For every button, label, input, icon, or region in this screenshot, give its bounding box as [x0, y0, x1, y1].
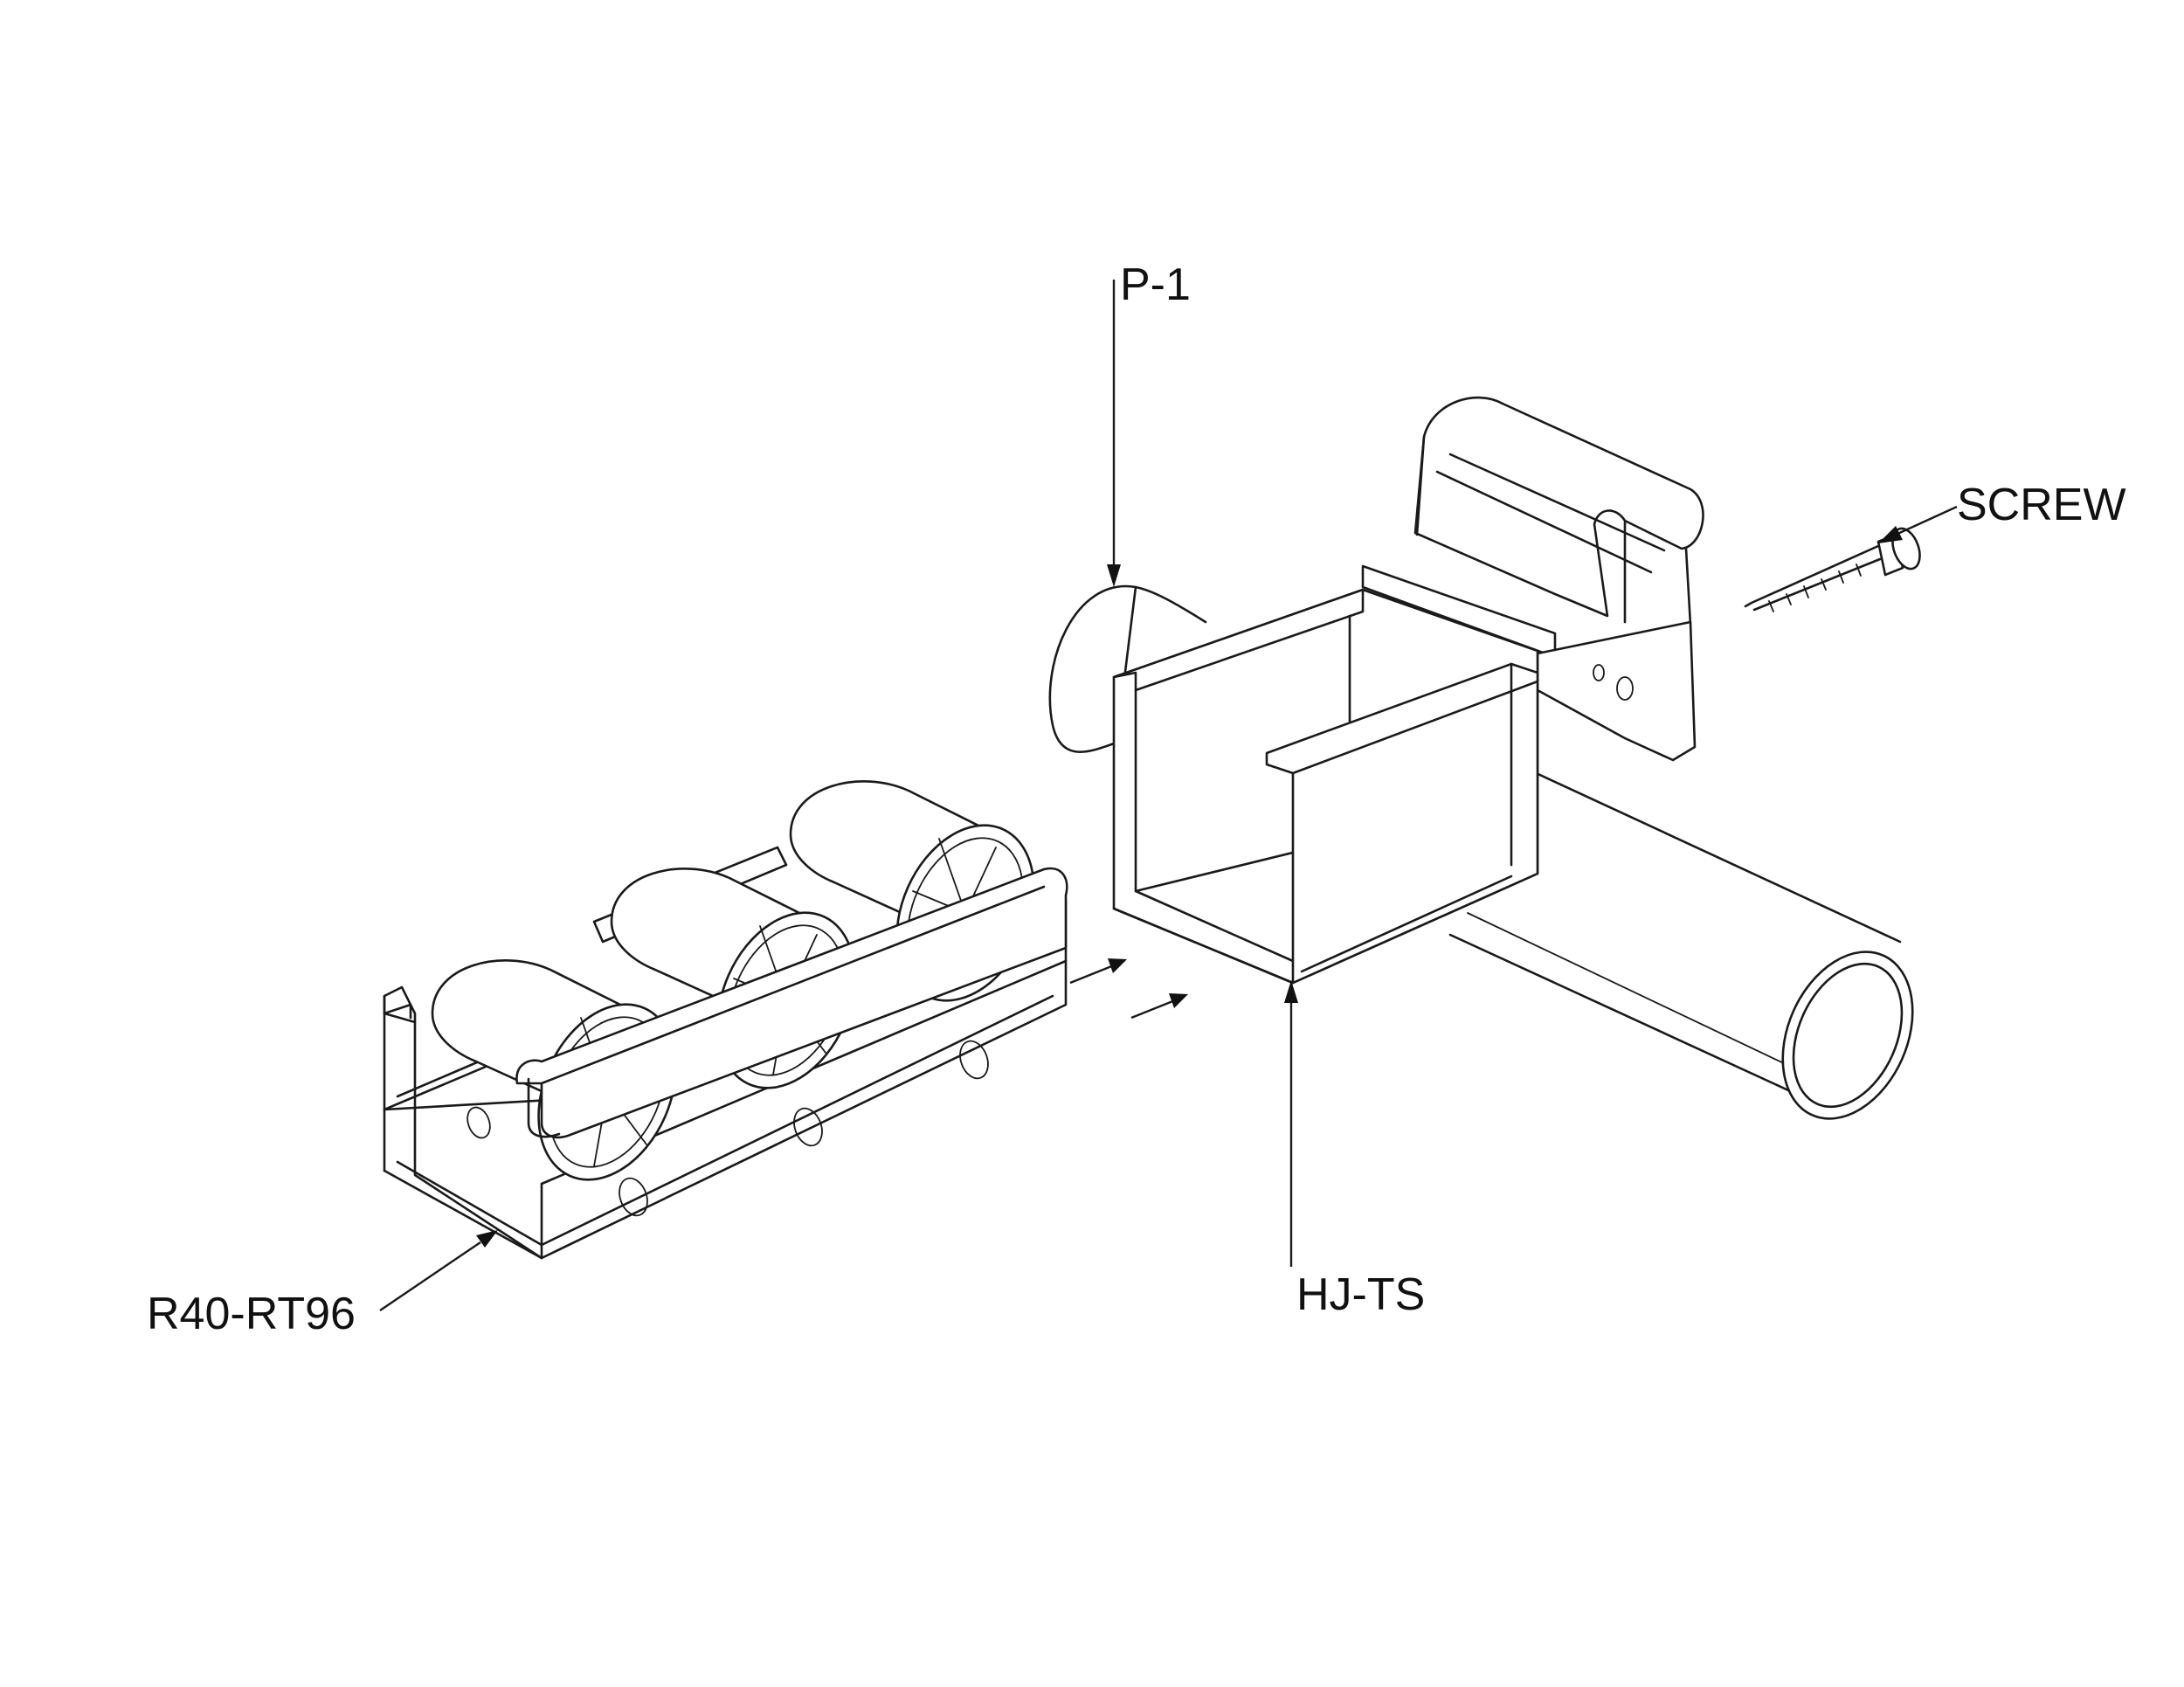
insert-direction-arrows	[1069, 958, 1188, 1020]
front-rail	[515, 867, 1068, 1139]
leader-lines	[379, 280, 1958, 1311]
screw-label: SCREW	[1957, 480, 2126, 530]
bracket-label: HJ-TS	[1296, 1269, 1426, 1320]
roller-label: R40-RT96	[147, 1289, 356, 1339]
pipe-tube	[1448, 769, 1914, 1120]
p1-label: P-1	[1120, 259, 1191, 310]
saddle-clamp	[1361, 396, 1704, 762]
channel-bracket	[1112, 588, 1539, 985]
